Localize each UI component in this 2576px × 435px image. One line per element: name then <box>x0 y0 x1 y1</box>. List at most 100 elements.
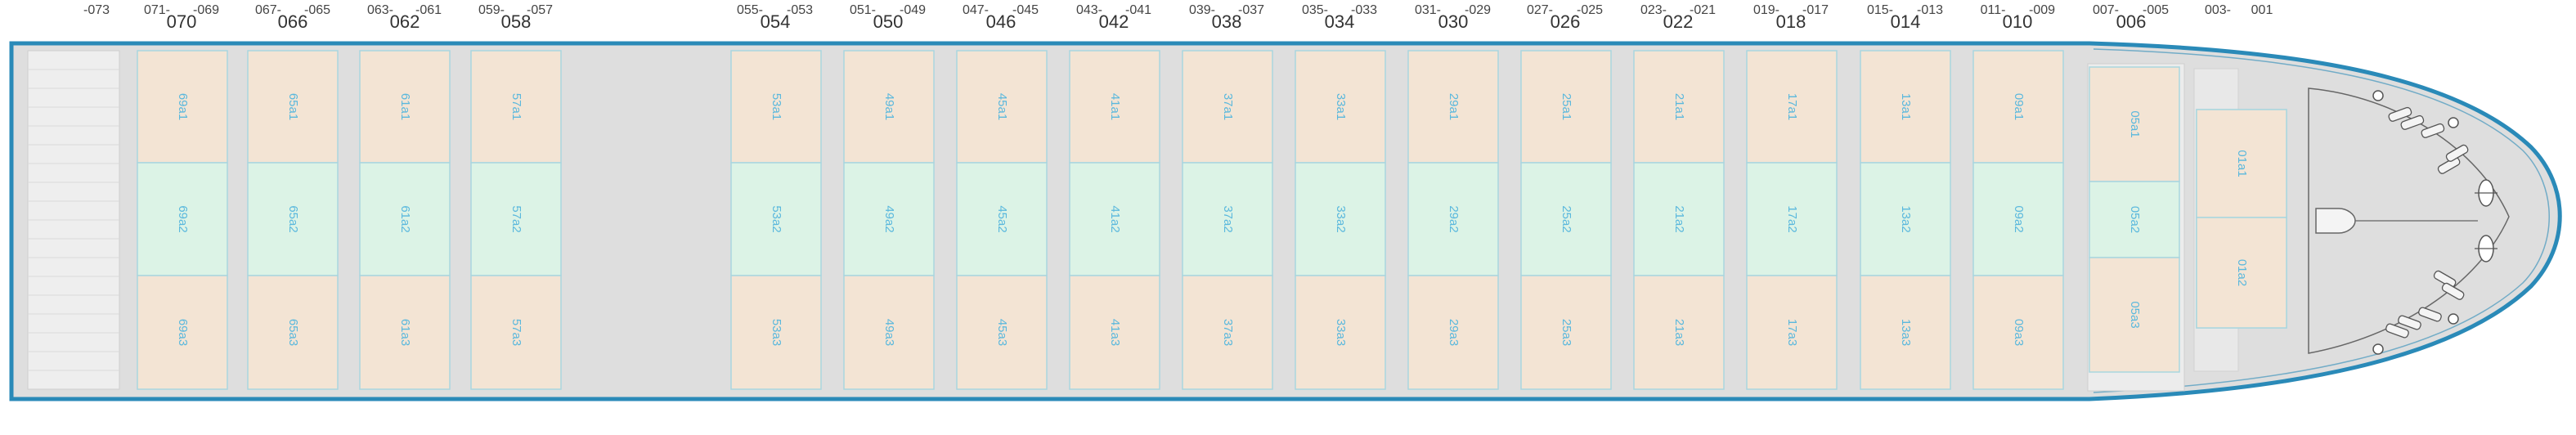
bay-cell[interactable] <box>1860 275 1951 390</box>
bay-cell-label: 69a3 <box>176 319 190 346</box>
bay-sub-number: -029 <box>1465 3 1491 17</box>
bay-cell[interactable] <box>1520 275 1612 390</box>
bay-number: 018 <box>1776 11 1806 32</box>
bay-cell[interactable] <box>470 50 562 164</box>
bay-sub-number: 039- <box>1189 3 1215 17</box>
bay-cell-label: 05a3 <box>2128 301 2142 328</box>
bay-cell[interactable] <box>1746 50 1838 164</box>
bay-cell[interactable] <box>1633 162 1725 276</box>
bay-cell[interactable] <box>843 162 935 276</box>
bay-cell[interactable] <box>359 50 451 164</box>
bay-cell[interactable] <box>1407 162 1499 276</box>
bay-cell[interactable] <box>1069 162 1160 276</box>
bay-cell-label: 37a2 <box>1221 205 1235 232</box>
bay-sub-number: -045 <box>1012 3 1039 17</box>
bay-cell[interactable] <box>730 275 822 390</box>
bay-cell[interactable] <box>1069 275 1160 390</box>
mooring-winch-icon <box>2400 114 2425 130</box>
bollard-icon <box>2372 90 2384 101</box>
bay-cell[interactable] <box>1520 162 1612 276</box>
bay-cell[interactable] <box>2089 181 2180 258</box>
bay-cell-label: 21a1 <box>1672 93 1686 120</box>
bay-cell-label: 29a1 <box>1447 93 1461 120</box>
bay-sub-number: -041 <box>1125 3 1151 17</box>
bay-sub-number: -025 <box>1577 3 1603 17</box>
bay-number: 010 <box>2003 11 2033 32</box>
bay-cell[interactable] <box>247 275 339 390</box>
bay-cell[interactable] <box>1182 275 1273 390</box>
bay-cell[interactable] <box>956 162 1048 276</box>
bay-cell[interactable] <box>1746 162 1838 276</box>
bay-cell[interactable] <box>1633 50 1725 164</box>
bay-sub-number: 001 <box>2251 3 2273 17</box>
bay-cell-label: 69a1 <box>176 93 190 120</box>
mooring-winch-icon <box>2388 106 2412 122</box>
cargo-bays[interactable]: 69a169a269a365a165a265a361a161a261a357a1… <box>137 50 2287 390</box>
bay-cell-label: 49a3 <box>882 319 896 346</box>
bay-cell[interactable] <box>1295 50 1386 164</box>
bay-cell[interactable] <box>1407 50 1499 164</box>
bay-cell[interactable] <box>1407 275 1499 390</box>
bay-sub-number: -073 <box>83 3 110 17</box>
bay-sub-number: -069 <box>193 3 219 17</box>
bay-cell[interactable] <box>2089 66 2180 182</box>
bay-cell[interactable] <box>2089 257 2180 373</box>
bay-sub-number: 059- <box>478 3 505 17</box>
bay-cell-label: 57a1 <box>509 93 523 120</box>
bay-cell-label: 09a1 <box>2012 93 2026 120</box>
bay-cell-label: 01a2 <box>2235 259 2249 286</box>
bay-cell[interactable] <box>2196 109 2287 218</box>
bay-number: 070 <box>167 11 197 32</box>
bay-cell[interactable] <box>2196 217 2287 329</box>
bay-cell-label: 01a1 <box>2235 150 2249 177</box>
bay-cell[interactable] <box>359 275 451 390</box>
anchor-windlass-icon <box>2315 208 2356 234</box>
mooring-winch-icon <box>2421 123 2445 138</box>
bay-number: 066 <box>278 11 308 32</box>
bay-cell[interactable] <box>470 275 562 390</box>
bay-cell[interactable] <box>1182 162 1273 276</box>
bay-cell[interactable] <box>1972 275 2064 390</box>
bay-cell-label: 65a2 <box>286 205 300 232</box>
bay-cell[interactable] <box>1860 50 1951 164</box>
bay-cell[interactable] <box>843 275 935 390</box>
bay-cell[interactable] <box>137 275 228 390</box>
bay-cell[interactable] <box>247 50 339 164</box>
bay-sub-number: -009 <box>2029 3 2055 17</box>
bay-cell[interactable] <box>137 50 228 164</box>
bay-cell[interactable] <box>843 50 935 164</box>
bay-cell[interactable] <box>1746 275 1838 390</box>
bay-cell-label: 37a1 <box>1221 93 1235 120</box>
forecastle-outline <box>2308 87 2510 354</box>
bay-cell[interactable] <box>1633 275 1725 390</box>
bay-cell[interactable] <box>359 162 451 276</box>
bay-cell[interactable] <box>956 275 1048 390</box>
bay-cell[interactable] <box>470 162 562 276</box>
bay-cell[interactable] <box>1295 275 1386 390</box>
bay-cell[interactable] <box>247 162 339 276</box>
bay-number: 030 <box>1438 11 1469 32</box>
bay-cell[interactable] <box>1520 50 1612 164</box>
bay-cell[interactable] <box>1972 162 2064 276</box>
bay-cell[interactable] <box>1860 162 1951 276</box>
bay-group[interactable]: 01a1 01a2 <box>2196 109 2287 329</box>
bay-cell[interactable] <box>137 162 228 276</box>
